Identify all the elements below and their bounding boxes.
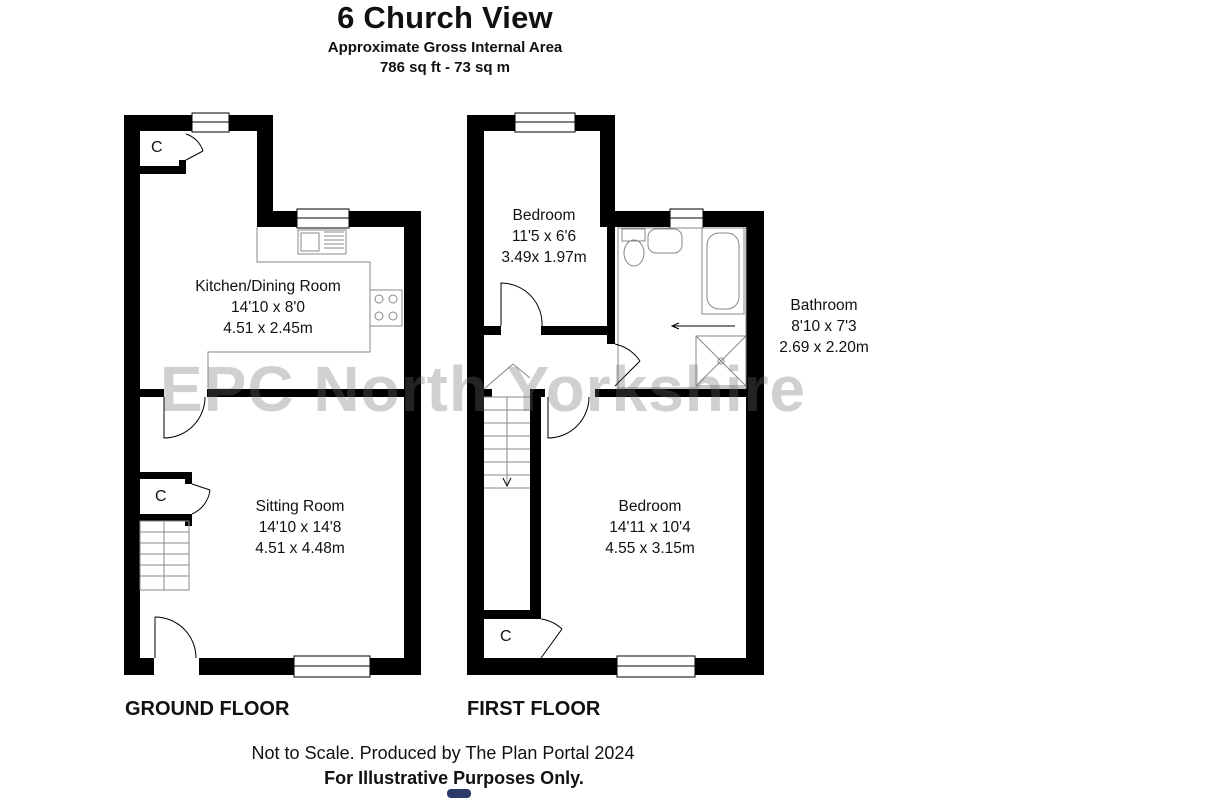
gf-wall-step xyxy=(257,115,273,226)
gf-wall-right xyxy=(404,211,421,675)
room-size-metric: 4.55 x 3.15m xyxy=(605,540,695,557)
room-label-kitchen: Kitchen/Dining Room 14'10 x 8'0 4.51 x 2… xyxy=(163,276,373,339)
washbasin-icon xyxy=(647,228,683,254)
ff-door-bedroom-large xyxy=(547,396,590,439)
gf-door-cupboard-top xyxy=(185,133,204,161)
room-size-imperial: 11'5 x 6'6 xyxy=(511,228,577,245)
room-size-imperial: 14'10 x 8'0 xyxy=(230,299,305,316)
bathroom-fixtures xyxy=(617,227,747,389)
bath-icon xyxy=(701,227,745,315)
toilet-icon xyxy=(623,239,645,267)
watermark: EPC North Yorkshire xyxy=(160,353,807,425)
gf-wall-bottom-a xyxy=(124,658,154,675)
room-label-bedroom-large: Bedroom 14'11 x 10'4 4.55 x 3.15m xyxy=(570,496,730,559)
ff-wall-right xyxy=(746,211,764,675)
first-floor-plan xyxy=(467,112,764,678)
gf-internal-wall xyxy=(207,389,407,397)
room-label-sitting: Sitting Room 14'10 x 14'8 4.51 x 4.48m xyxy=(200,496,400,559)
gf-wall-kitchen-top-a xyxy=(257,211,297,227)
room-label-bathroom: Bathroom 8'10 x 7'3 2.69 x 2.20m xyxy=(762,295,886,358)
room-size-metric: 3.49x 1.97m xyxy=(501,249,587,266)
plan-title: 6 Church View xyxy=(337,0,553,35)
sink-icon xyxy=(297,229,347,255)
gross-area: Approximate Gross Internal Area 786 sq f… xyxy=(0,38,890,78)
room-name: Bedroom xyxy=(512,207,576,224)
room-size-imperial: 14'10 x 14'8 xyxy=(258,519,342,536)
shower-icon xyxy=(695,335,747,387)
cupboard-label: C xyxy=(151,139,163,156)
gf-stairs xyxy=(139,520,190,591)
ff-door-bathroom xyxy=(614,343,641,387)
hob-icon xyxy=(369,289,403,327)
room-size-metric: 4.51 x 4.48m xyxy=(255,540,345,557)
gf-wall-kitchen-top-b xyxy=(349,211,421,227)
ff-stairs xyxy=(483,363,531,489)
room-size-imperial: 8'10 x 7'3 xyxy=(791,318,857,335)
area-label: Approximate Gross Internal Area xyxy=(327,39,563,56)
gf-door-cupboard-mid xyxy=(191,483,211,515)
toilet-cistern xyxy=(621,228,646,242)
ground-floor-plan xyxy=(124,112,421,678)
ff-door-cupboard xyxy=(540,618,563,659)
room-name: Kitchen/Dining Room xyxy=(195,278,341,295)
first-floor-label: FIRST FLOOR xyxy=(467,698,601,720)
gf-door-front xyxy=(154,616,197,659)
gf-door-internal xyxy=(163,396,206,439)
room-label-bedroom-small: Bedroom 11'5 x 6'6 3.49x 1.97m xyxy=(482,205,606,268)
ff-door-bedroom-small xyxy=(500,282,543,327)
gf-wall-left xyxy=(124,115,140,675)
room-size-imperial: 14'11 x 10'4 xyxy=(609,519,691,536)
room-name: Bathroom xyxy=(790,297,858,314)
cupboard-label: C xyxy=(155,488,167,505)
footer-disclaimer: Not to Scale. Produced by The Plan Porta… xyxy=(251,743,635,763)
gf-wall-bottom-c xyxy=(370,658,421,675)
cupboard-label: C xyxy=(500,628,512,645)
ff-wall-left xyxy=(467,115,484,675)
ground-floor-label: GROUND FLOOR xyxy=(125,698,290,720)
gf-wall-top-left xyxy=(124,115,192,131)
room-name: Sitting Room xyxy=(255,498,345,515)
area-value: 786 sq ft - 73 sq m xyxy=(379,59,511,76)
room-size-metric: 2.69 x 2.20m xyxy=(779,339,869,356)
room-size-metric: 4.51 x 2.45m xyxy=(223,320,313,337)
portal-badge-icon xyxy=(447,789,471,798)
room-name: Bedroom xyxy=(618,498,682,515)
gf-wall-bottom-b xyxy=(199,658,294,675)
footer-note: For Illustrative Purposes Only. xyxy=(324,768,584,788)
